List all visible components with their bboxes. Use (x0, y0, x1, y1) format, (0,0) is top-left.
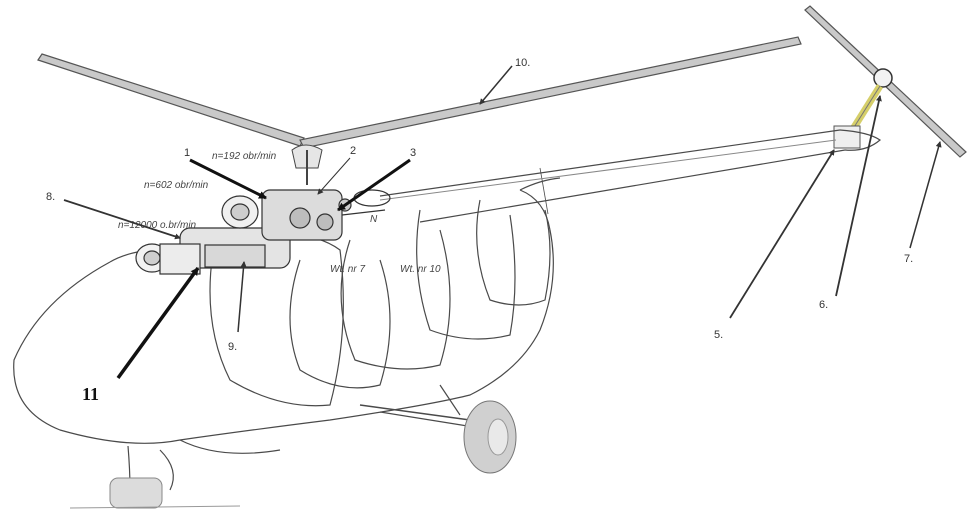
main-rotor-blade-right (300, 37, 801, 148)
callout-7: 7. (904, 253, 913, 265)
tail-boom (380, 130, 880, 222)
annot-wt10: Wt. nr 10 (400, 264, 441, 275)
arrow-5 (730, 150, 834, 318)
callout-10: 10. (515, 57, 530, 69)
tail-rotor-hub (874, 69, 892, 87)
annot-n192: n=192 obr/min (212, 151, 277, 162)
callout-3: 3 (410, 147, 416, 159)
annot-n: N (370, 214, 378, 225)
callout-2: 2 (350, 145, 356, 157)
callout-5: 5. (714, 329, 723, 341)
engine-gearbox (136, 190, 390, 274)
arrow-2 (318, 158, 350, 194)
tail-gearbox (834, 126, 860, 148)
arrow-1 (190, 160, 266, 198)
arrow-8 (64, 200, 180, 238)
callout-1: 1 (184, 147, 190, 159)
callout-9: 9. (228, 341, 237, 353)
arrow-9 (238, 262, 244, 332)
callout-8: 8. (46, 191, 55, 203)
main-rotor (38, 37, 801, 185)
callout-11: 11 (82, 384, 99, 404)
annot-wt7: Wt. nr 7 (330, 264, 365, 275)
arrow-3 (338, 160, 410, 210)
tail-rotor (805, 6, 966, 157)
nose-wheel (110, 478, 162, 508)
arrow-11 (118, 268, 198, 378)
tail-drive-shaft (380, 140, 836, 200)
arrow-7 (910, 142, 940, 248)
annot-n602: n=602 obr/min (144, 180, 209, 191)
callout-6: 6. (819, 299, 828, 311)
main-rotor-blade-left (38, 54, 304, 146)
